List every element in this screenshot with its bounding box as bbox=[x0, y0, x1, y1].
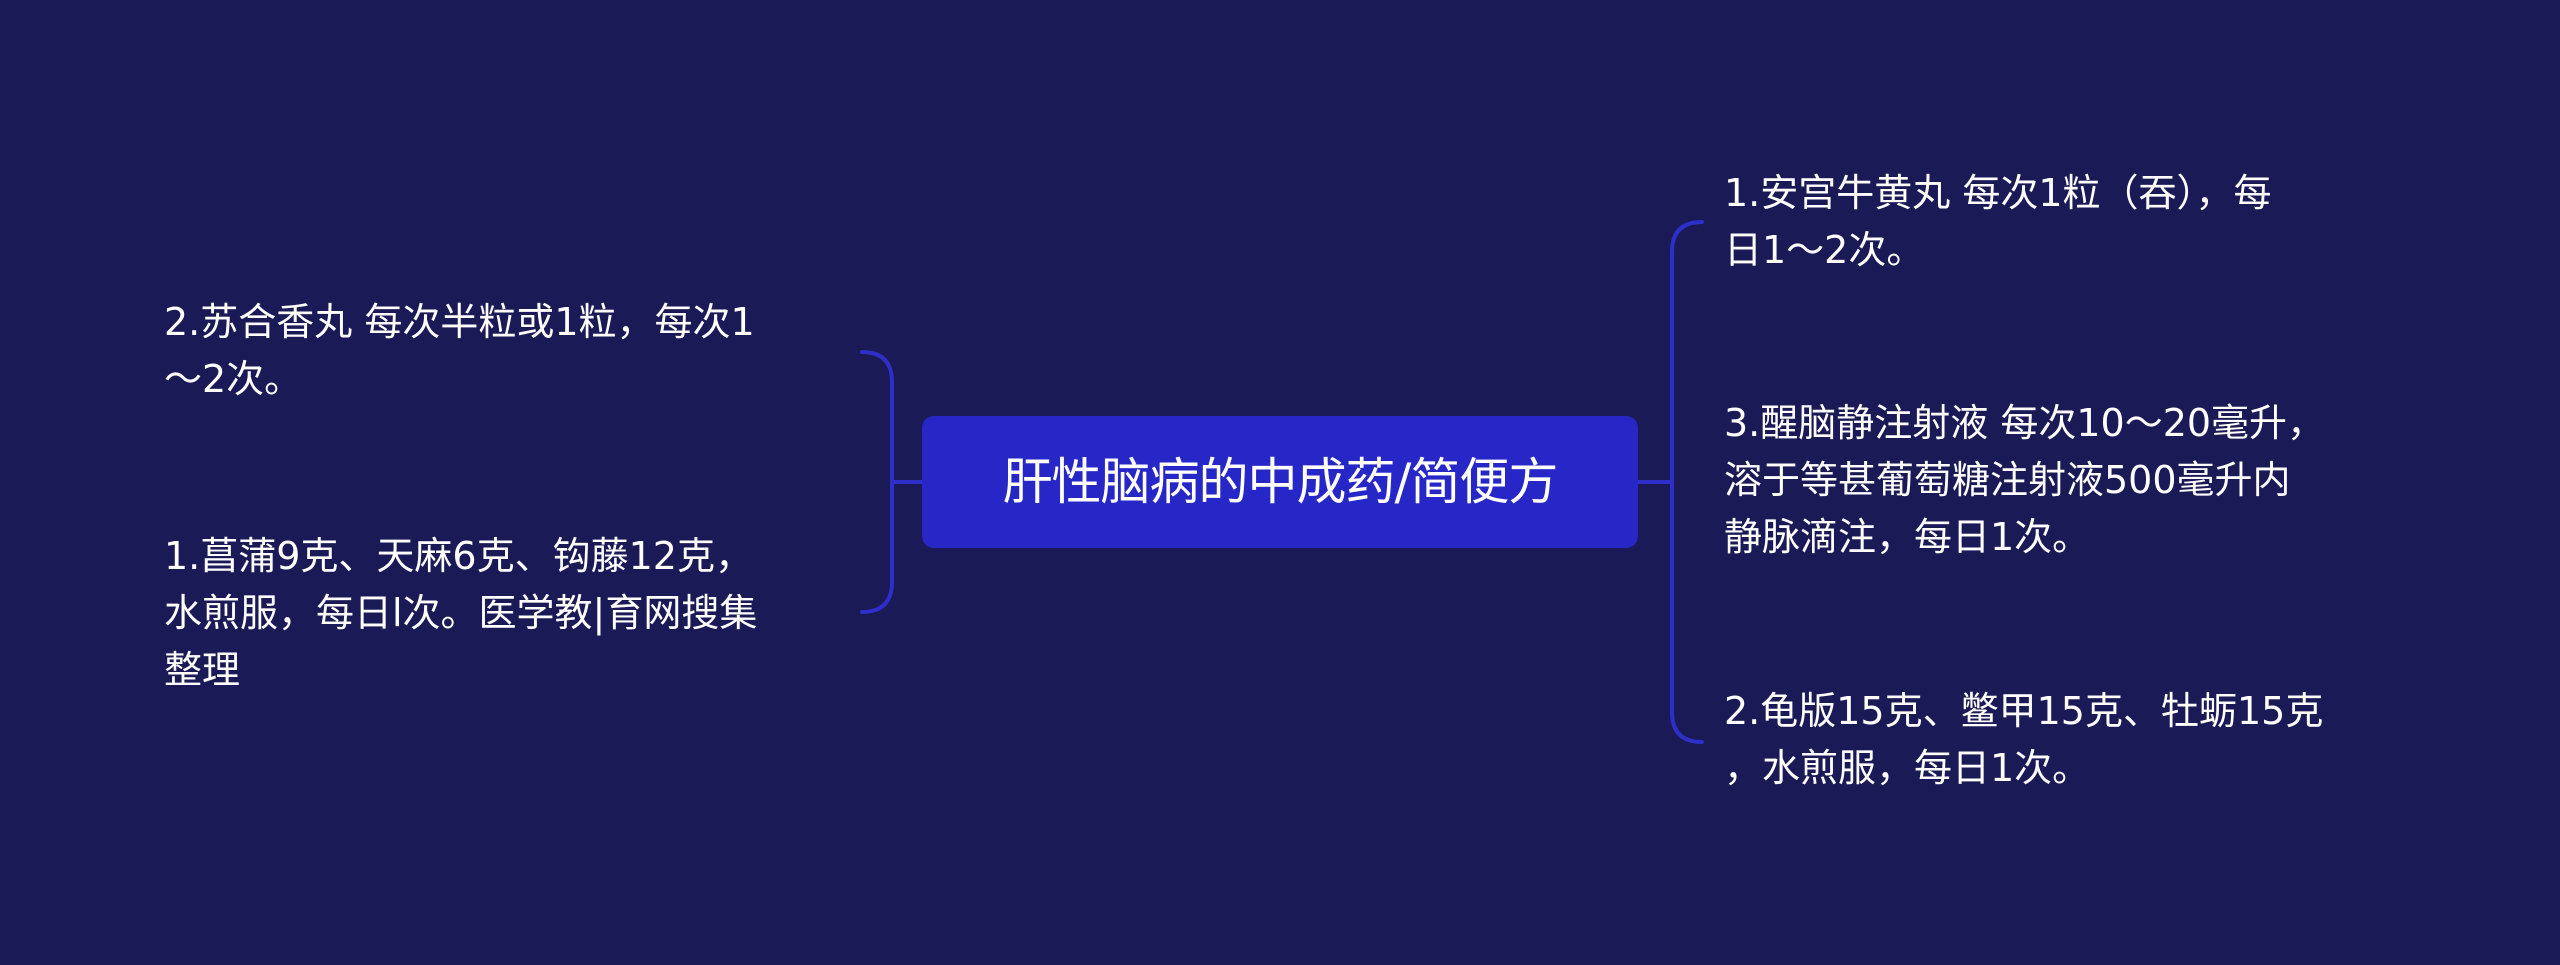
connector-right-bracket bbox=[1670, 220, 1704, 744]
branch-right-turtle-shell-decoction[interactable]: 2.龟版15克、鳖甲15克、牡蛎15克 ，水煎服，每日1次。 bbox=[1724, 689, 2324, 790]
connector-left-bracket bbox=[860, 350, 894, 614]
branch-left-suhexiang-pill[interactable]: 2.苏合香丸 每次半粒或1粒，每次1 ～2次。 bbox=[164, 300, 755, 401]
root-topic[interactable]: 肝性脑病的中成药/简便方 bbox=[922, 416, 1638, 548]
branch-left-calamus-decoction[interactable]: 1.菖蒲9克、天麻6克、钩藤12克， 水煎服，每日l次。医学教|育网搜集 整理 bbox=[164, 534, 758, 692]
branch-right-xingnaojing-injection[interactable]: 3.醒脑静注射液 每次10～20毫升， 溶于等甚葡萄糖注射液500毫升内 静脉滴… bbox=[1724, 401, 2326, 559]
branch-right-anggong-niuhuang-pill[interactable]: 1.安宫牛黄丸 每次1粒（吞），每 日1～2次。 bbox=[1724, 171, 2272, 272]
